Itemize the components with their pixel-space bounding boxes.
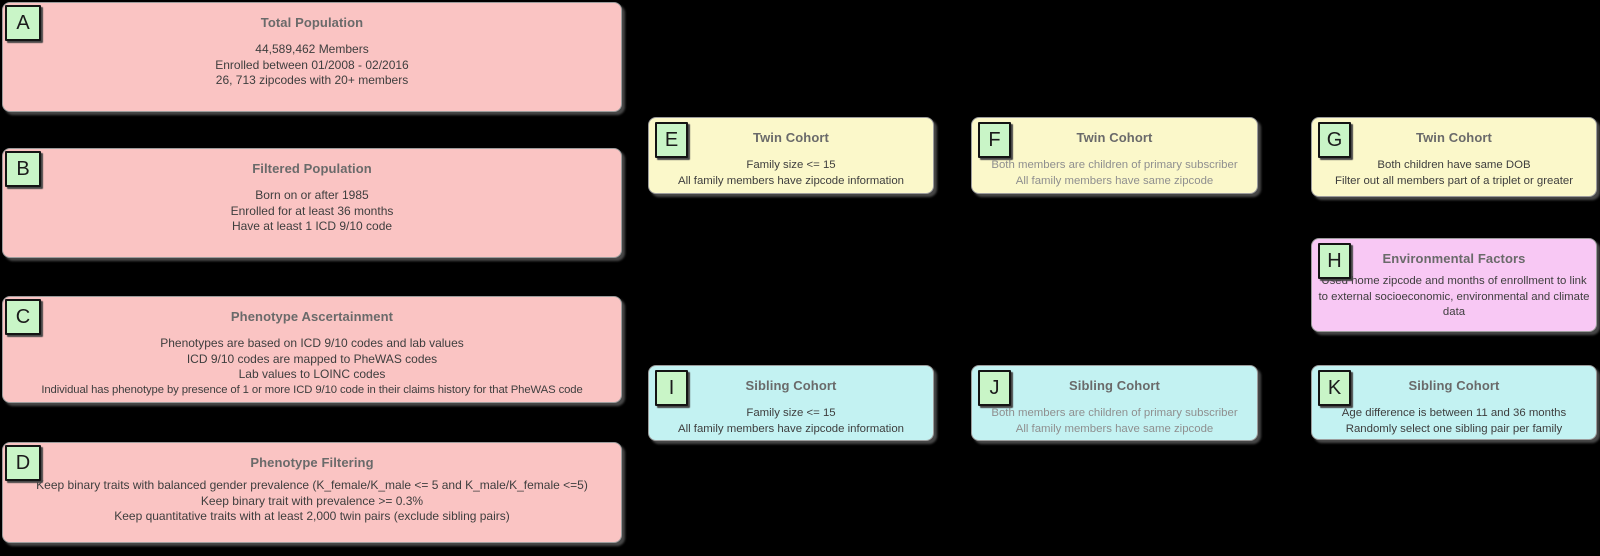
node-sibling-cohort-3-body: Age difference is between 11 and 36 mont… bbox=[1312, 406, 1596, 437]
node-sibling-cohort-2: J Sibling Cohort Both members are childr… bbox=[971, 365, 1258, 441]
body-line: All family members have zipcode informat… bbox=[677, 174, 904, 187]
node-total-population: A Total Population 44,589,462 Members En… bbox=[2, 2, 622, 112]
node-sibling-cohort-1: I Sibling Cohort Family size <= 15 All f… bbox=[648, 365, 934, 441]
node-phenotype-filtering: D Phenotype Filtering Keep binary traits… bbox=[2, 442, 622, 543]
node-sibling-cohort-2-title: Sibling Cohort bbox=[1069, 378, 1160, 393]
node-sibling-cohort-3-title: Sibling Cohort bbox=[1408, 378, 1500, 393]
body-line: Randomly select one sibling pair per fam… bbox=[1345, 422, 1563, 435]
badge-letter: I bbox=[668, 377, 675, 399]
body-line: 44,589,462 Members bbox=[255, 42, 369, 56]
body-line: Both children have same DOB bbox=[1377, 159, 1531, 171]
node-filtered-population: B Filtered Population Born on or after 1… bbox=[2, 148, 622, 258]
node-filtered-population-body: Born on or after 1985 Enrolled for at le… bbox=[3, 188, 621, 235]
badge-letter: A bbox=[16, 12, 30, 34]
body-line: Keep quantitative traits with at least 2… bbox=[114, 509, 510, 523]
node-total-population-letter-badge: A bbox=[5, 5, 41, 41]
body-line: Individual has phenotype by presence of … bbox=[41, 383, 583, 396]
body-line: Used home zipcode and months of enrollme… bbox=[1318, 275, 1590, 318]
node-twin-cohort-3-title: Twin Cohort bbox=[1416, 130, 1492, 145]
badge-letter: J bbox=[989, 377, 1000, 399]
node-sibling-cohort-2-letter-badge: J bbox=[978, 370, 1011, 406]
node-filtered-population-letter-badge: B bbox=[5, 151, 41, 187]
node-sibling-cohort-1-body: Family size <= 15 All family members hav… bbox=[649, 406, 933, 437]
badge-letter: K bbox=[1327, 377, 1342, 399]
body-line: Family size <= 15 bbox=[746, 159, 836, 171]
body-line: Family size <= 15 bbox=[746, 407, 836, 419]
node-twin-cohort-2-body: Both members are children of primary sub… bbox=[972, 158, 1257, 189]
body-line: Both members are children of primary sub… bbox=[991, 407, 1238, 419]
node-twin-cohort-2-title: Twin Cohort bbox=[1076, 130, 1153, 145]
node-filtered-population-title: Filtered Population bbox=[252, 161, 372, 176]
badge-letter: E bbox=[664, 129, 679, 151]
node-twin-cohort-1-letter-badge: E bbox=[655, 122, 688, 158]
node-sibling-cohort-3: K Sibling Cohort Age difference is betwe… bbox=[1311, 365, 1597, 440]
badge-letter: H bbox=[1327, 250, 1342, 272]
node-twin-cohort-3-letter-badge: G bbox=[1318, 122, 1351, 158]
body-line: Enrolled for at least 36 months bbox=[230, 203, 394, 218]
node-environmental-factors-body: Used home zipcode and months of enrollme… bbox=[1312, 274, 1596, 321]
body-line: Phenotypes are based on ICD 9/10 codes a… bbox=[160, 336, 464, 350]
node-total-population-title: Total Population bbox=[260, 15, 364, 30]
badge-letter: G bbox=[1326, 129, 1343, 151]
body-line: All family members have same zipcode bbox=[1015, 174, 1214, 187]
node-environmental-factors-title: Environmental Factors bbox=[1382, 251, 1526, 266]
badge-letter: F bbox=[988, 129, 1001, 151]
node-twin-cohort-1-body: Family size <= 15 All family members hav… bbox=[649, 158, 933, 189]
node-sibling-cohort-2-body: Both members are children of primary sub… bbox=[972, 406, 1257, 437]
node-sibling-cohort-3-letter-badge: K bbox=[1318, 370, 1351, 406]
node-phenotype-ascertainment-letter-badge: C bbox=[5, 299, 41, 335]
node-phenotype-ascertainment-title: Phenotype Ascertainment bbox=[230, 309, 394, 324]
body-line: All family members have zipcode informat… bbox=[677, 422, 904, 435]
node-phenotype-ascertainment-body: Phenotypes are based on ICD 9/10 codes a… bbox=[3, 336, 621, 398]
body-line: Lab values to LOINC codes bbox=[238, 367, 386, 381]
body-line: Keep binary traits with balanced gender … bbox=[36, 478, 588, 492]
body-line: Filter out all members part of a triplet… bbox=[1334, 174, 1574, 187]
node-environmental-factors: H Environmental Factors Used home zipcod… bbox=[1311, 238, 1597, 332]
node-phenotype-filtering-body: Keep binary traits with balanced gender … bbox=[3, 478, 621, 525]
node-twin-cohort-2: F Twin Cohort Both members are children … bbox=[971, 117, 1258, 194]
body-line: Have at least 1 ICD 9/10 code bbox=[231, 219, 393, 233]
node-phenotype-ascertainment: C Phenotype Ascertainment Phenotypes are… bbox=[2, 296, 622, 403]
body-line: ICD 9/10 codes are mapped to PheWAS code… bbox=[186, 351, 438, 366]
body-line: 26, 713 zipcodes with 20+ members bbox=[215, 73, 409, 87]
badge-letter: C bbox=[15, 306, 31, 328]
node-twin-cohort-1: E Twin Cohort Family size <= 15 All fami… bbox=[648, 117, 934, 194]
node-environmental-factors-letter-badge: H bbox=[1318, 243, 1351, 279]
node-sibling-cohort-1-letter-badge: I bbox=[655, 370, 688, 406]
badge-letter: D bbox=[15, 452, 31, 474]
node-twin-cohort-1-title: Twin Cohort bbox=[753, 130, 829, 145]
body-line: Enrolled between 01/2008 - 02/2016 bbox=[215, 57, 409, 72]
body-line: All family members have same zipcode bbox=[1015, 422, 1214, 435]
node-twin-cohort-3: G Twin Cohort Both children have same DO… bbox=[1311, 117, 1597, 197]
node-phenotype-filtering-letter-badge: D bbox=[5, 445, 41, 481]
body-line: Keep binary trait with prevalence >= 0.3… bbox=[200, 493, 424, 508]
badge-letter: B bbox=[16, 158, 30, 180]
body-line: Both members are children of primary sub… bbox=[991, 159, 1238, 171]
node-phenotype-filtering-title: Phenotype Filtering bbox=[250, 455, 374, 470]
node-sibling-cohort-1-title: Sibling Cohort bbox=[745, 378, 837, 393]
node-twin-cohort-2-letter-badge: F bbox=[978, 122, 1011, 158]
body-line: Born on or after 1985 bbox=[255, 188, 369, 202]
node-twin-cohort-3-body: Both children have same DOB Filter out a… bbox=[1312, 158, 1596, 189]
body-line: Age difference is between 11 and 36 mont… bbox=[1341, 407, 1567, 419]
node-total-population-body: 44,589,462 Members Enrolled between 01/2… bbox=[3, 42, 621, 89]
